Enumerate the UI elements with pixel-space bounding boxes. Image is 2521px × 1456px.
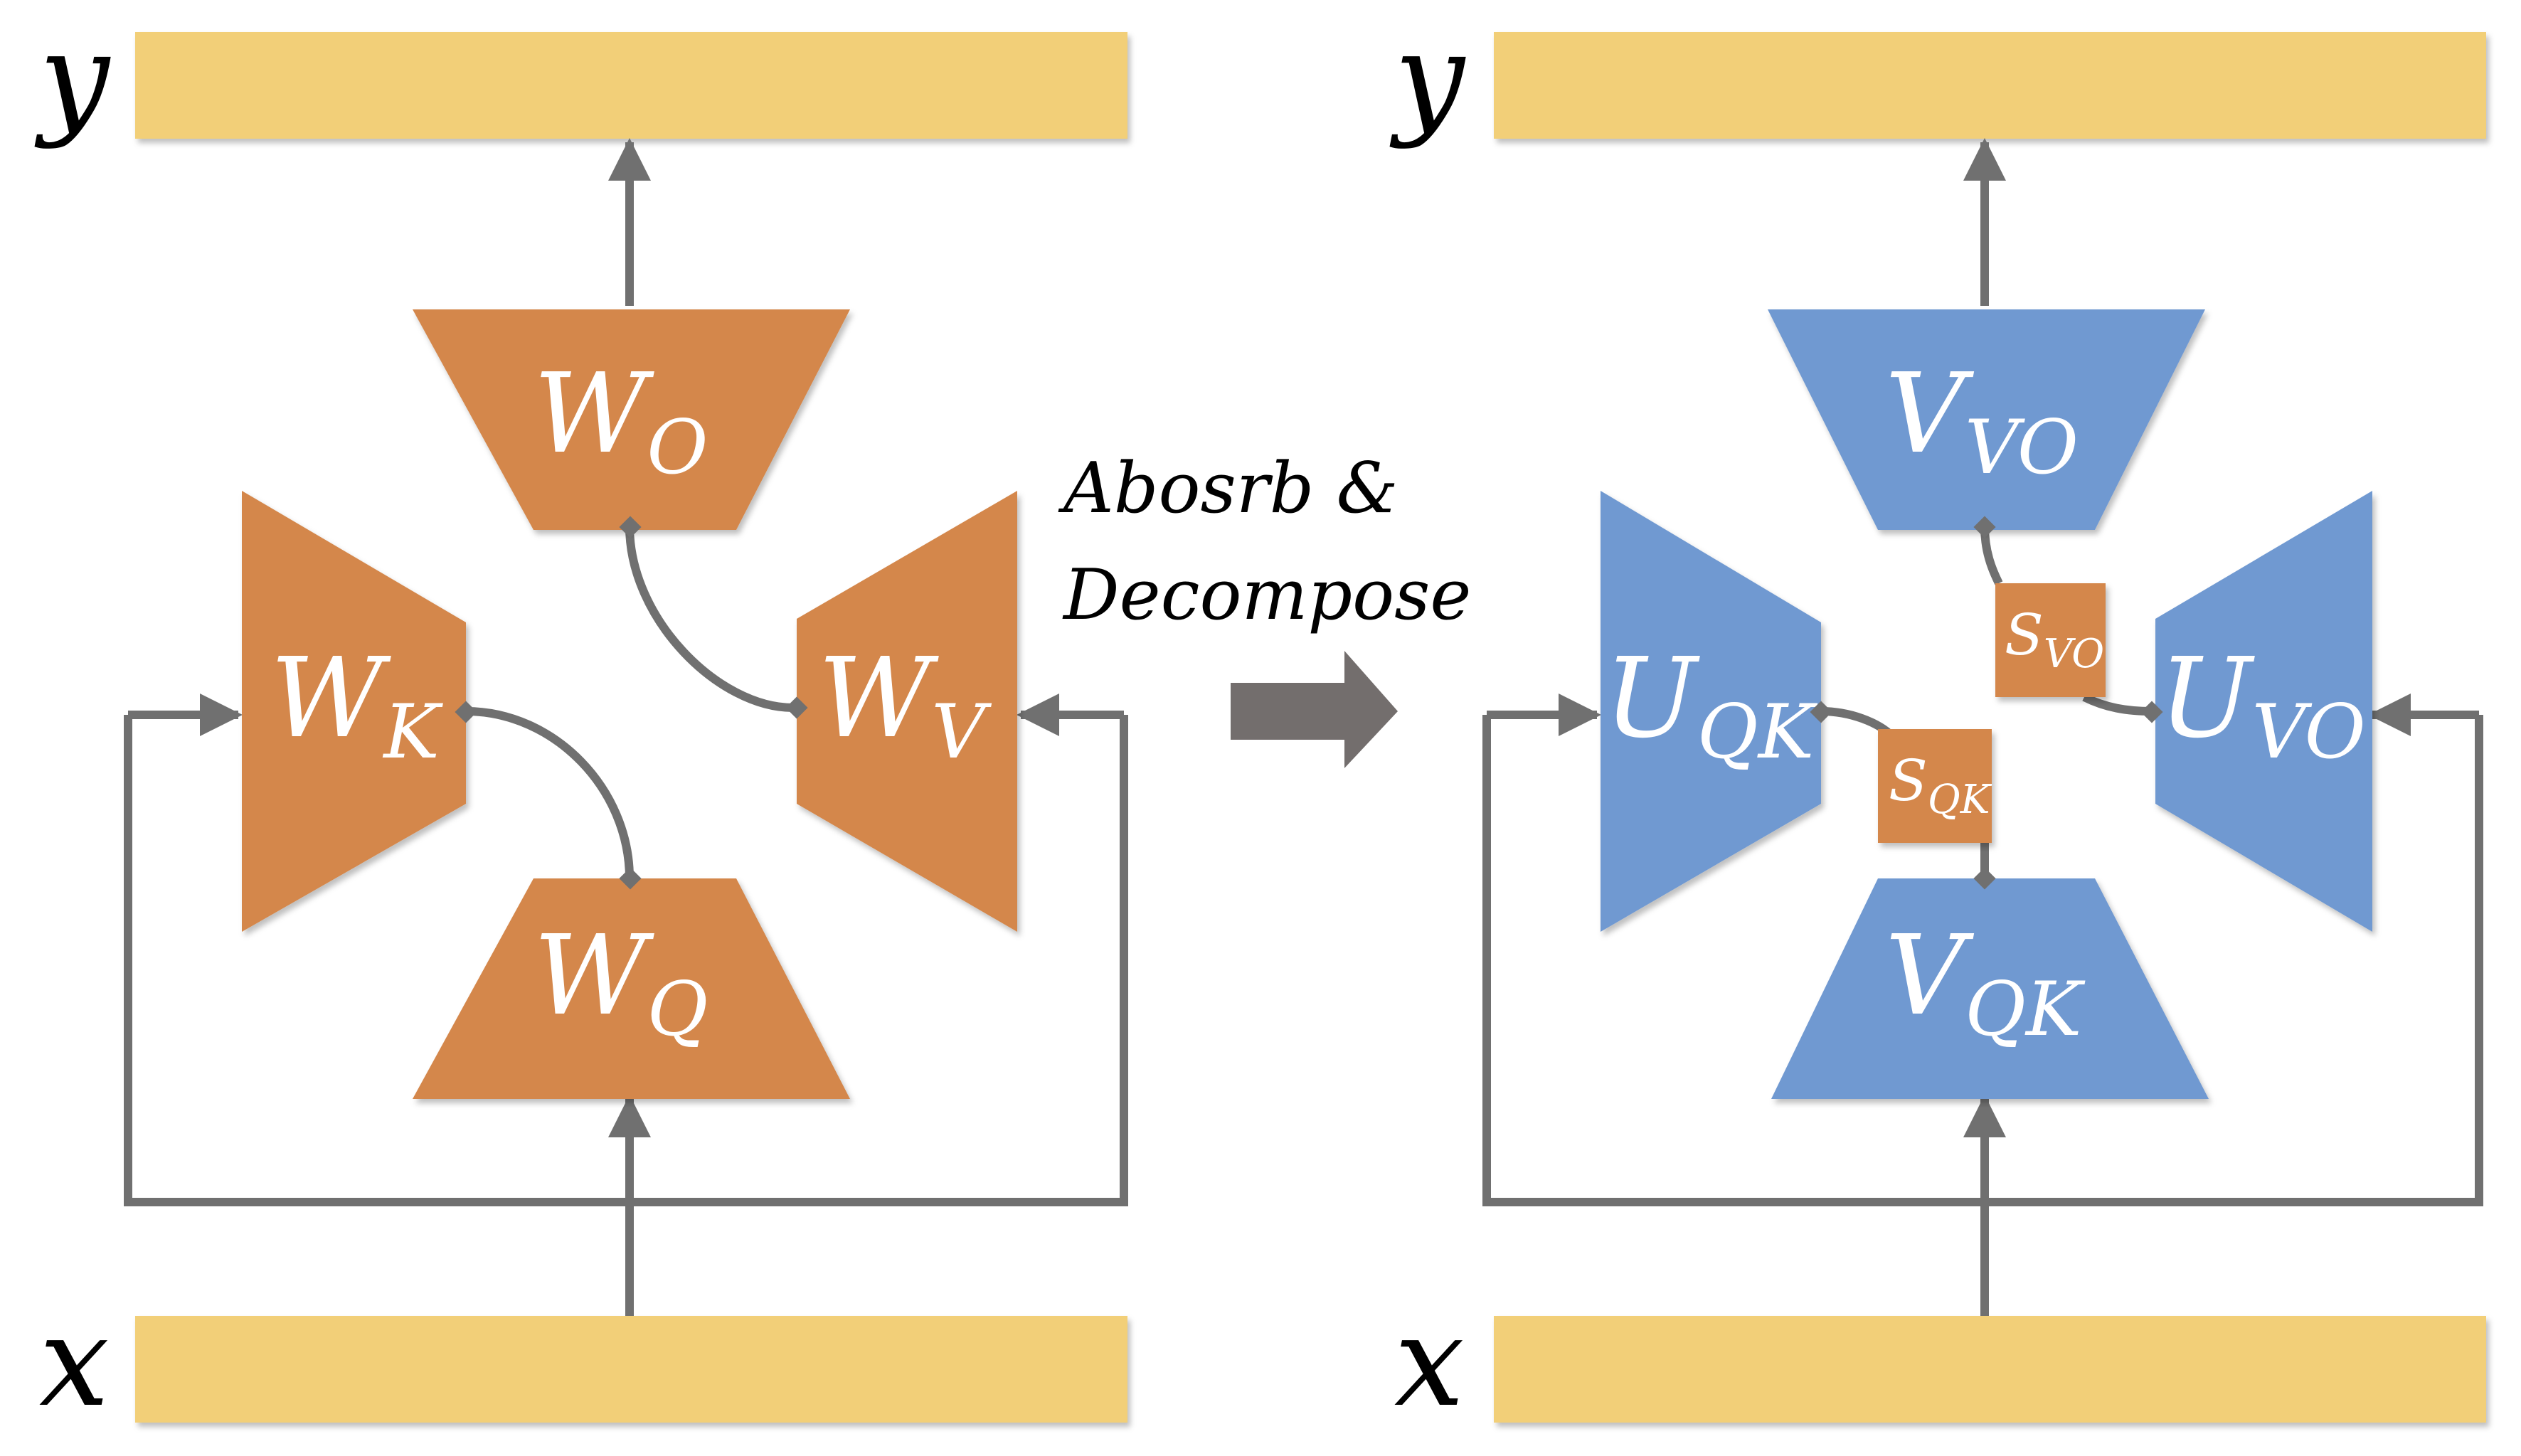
left-connectors <box>124 138 1128 1316</box>
svg-text:WV: WV <box>818 634 992 775</box>
right-sqk-block: SQK <box>1878 729 1992 843</box>
left-output-bar <box>135 32 1127 139</box>
right-joints <box>1810 516 2163 890</box>
right-x-label: x <box>1394 1290 1465 1435</box>
left-wv-block: WV <box>797 491 1017 932</box>
svg-text:WO: WO <box>534 349 708 491</box>
right-vqk-block: VQK <box>1771 878 2209 1099</box>
svg-text:WK: WK <box>270 634 443 775</box>
transform-label-line1: Abosrb & <box>1058 448 1399 529</box>
svg-text:WQ: WQ <box>534 911 708 1053</box>
svg-text:SVO: SVO <box>2005 602 2104 677</box>
transform-label-line2: Decompose <box>1062 555 1471 636</box>
left-y-label: y <box>34 6 111 151</box>
left-wk-block: WK <box>242 491 466 932</box>
transform-arrow <box>1231 651 1398 768</box>
transform-group: Abosrb & Decompose <box>1058 448 1471 768</box>
right-vvo-block: VVO <box>1768 309 2205 530</box>
left-wq-block: WQ <box>413 878 850 1099</box>
left-panel: y x WO WK WV WQ <box>34 6 1128 1435</box>
right-y-label: y <box>1389 6 1466 151</box>
left-wk-wq-curve <box>465 707 634 879</box>
right-svo-block: SVO <box>1995 583 2106 697</box>
right-uvo-block: UVO <box>2155 491 2372 932</box>
left-loop <box>124 715 1128 1206</box>
svg-text:VQK: VQK <box>1885 911 2086 1053</box>
right-output-bar <box>1494 32 2486 139</box>
left-wo-wv-curve <box>625 526 794 712</box>
svg-text:SQK: SQK <box>1889 748 1992 823</box>
left-input-bar <box>135 1316 1127 1423</box>
svg-text:VVO: VVO <box>1885 349 2079 491</box>
svg-text:UQK: UQK <box>1604 634 1818 775</box>
left-x-label: x <box>39 1290 110 1435</box>
right-input-bar <box>1494 1316 2486 1423</box>
right-uqk-block: UQK <box>1601 491 1821 932</box>
right-panel: y x VVO UQK UVO VQK <box>1389 6 2486 1435</box>
right-loop <box>1482 715 2483 1206</box>
right-svo-uvo-curve <box>2082 693 2153 716</box>
left-wo-block: WO <box>413 309 850 530</box>
svg-text:UVO: UVO <box>2159 634 2366 775</box>
